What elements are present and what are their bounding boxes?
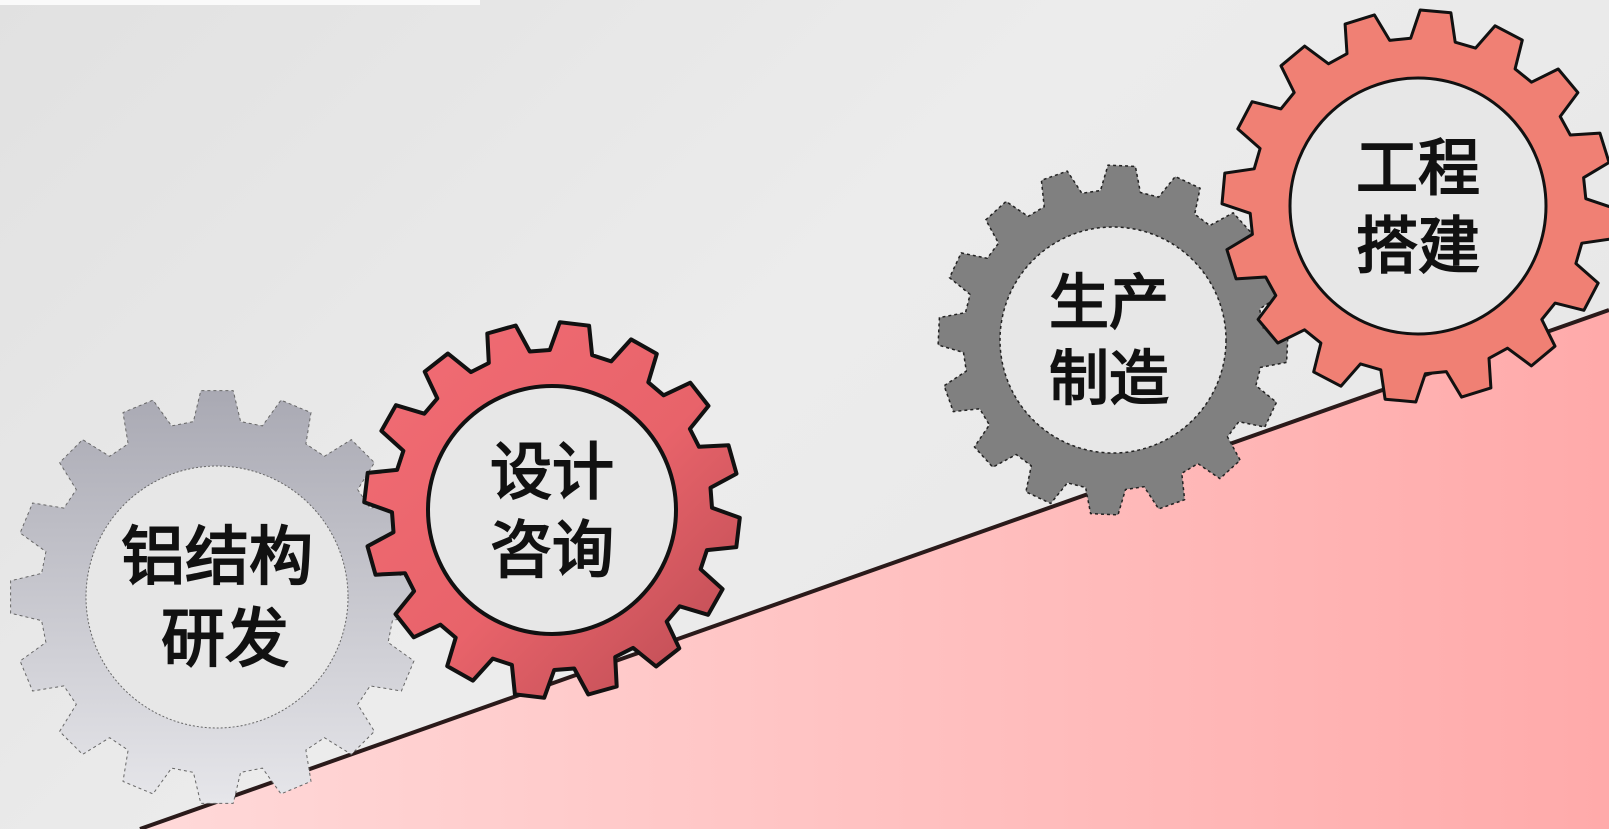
gear-manufacture-label-line-2: 制造 [1049, 345, 1169, 415]
gear-construction-hub [1288, 76, 1548, 336]
gear-design-label-line-1: 设计 [490, 435, 614, 508]
gear-manufacture-hub [999, 226, 1227, 454]
gear-construction-label-line-1: 工程 [1356, 131, 1480, 204]
gear-manufacture-label-line-1: 生产 [1049, 269, 1169, 339]
gear-research-label-line-2: 研发 [161, 603, 289, 677]
gear-construction-label-line-2: 搭建 [1356, 209, 1480, 282]
gear-research-label-line-1: 铝结构 [121, 521, 313, 595]
top-strip [0, 0, 480, 5]
gear-design-label-line-2: 咨询 [490, 513, 614, 586]
growth-line [139, 308, 1609, 829]
gear-research-hub [85, 465, 349, 729]
gear-design-hub [426, 384, 678, 636]
